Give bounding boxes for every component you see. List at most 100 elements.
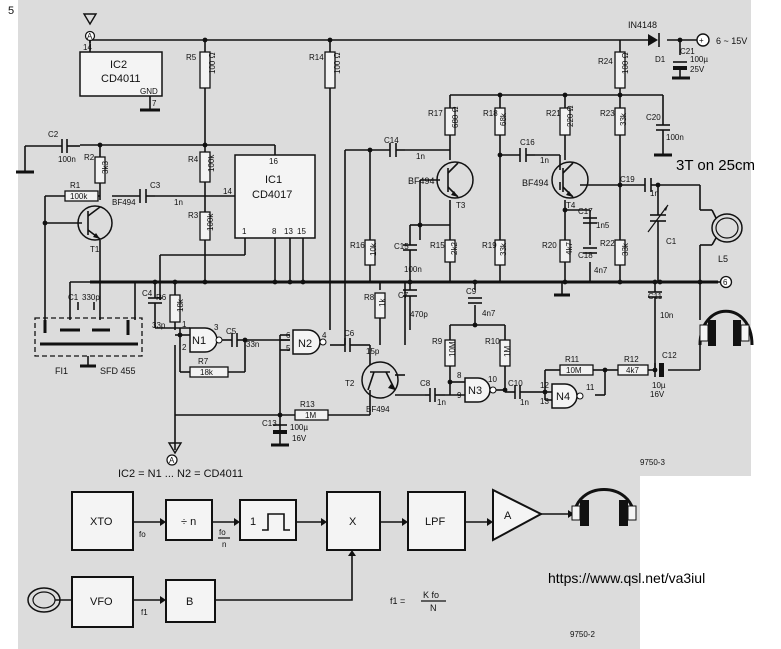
transistors: BF494 T1 BF494 T2 BF494 T3 BF [77, 161, 589, 414]
schematic-resistors-17-ref-label: R18 [483, 109, 498, 118]
schematic-resistors-7-value-label: 1k [378, 298, 387, 307]
block_diagram-blocks-4-label-label: LPF [425, 516, 445, 528]
schematic-gates-1-pins-1-label: 5 [286, 344, 291, 353]
schematic-capacitors-18-value-label: 1n [650, 189, 659, 198]
schematic-resistors-7-ref-label: R8 [364, 293, 375, 302]
schematic-capacitors-4-value-label: 33n [246, 340, 259, 349]
r21-resistor: R21 220 Ω [546, 105, 575, 136]
schematic-resistors-0-value-label: 100k [70, 192, 88, 201]
schematic-supply-cap_value-label: 100µ [690, 55, 708, 64]
schematic-resistors-11-ref-label: R12 [624, 355, 639, 364]
mixer-block: X [326, 491, 381, 551]
c3-capacitor: C3 1n [139, 181, 183, 207]
ic1-pin-13: 13 [284, 227, 293, 236]
c16-capacitor: C16 1n [519, 138, 549, 165]
schematic-resistors-16-value-label: 680 Ω [451, 106, 460, 128]
coil-annotation: 3T on 25cm [676, 157, 755, 174]
amplifier-block: A [492, 488, 544, 542]
schematic-transistors-3-ref-label: T4 [566, 201, 576, 210]
schematic-capacitors-2-value-label: 1n [174, 198, 183, 207]
schematic-capacitors-15-value-label: 1n [540, 156, 549, 165]
r12-resistor: R12 4k7 [617, 355, 649, 376]
diode-type-label: IN4148 [628, 20, 657, 30]
xto-block: XTO [71, 491, 134, 551]
schematic-capacitors-8-value-label: 4n7 [482, 309, 496, 318]
schematic-resistors-6-ref-label: R7 [198, 357, 209, 366]
schematic-variable_capacitor-label: C1 [666, 237, 677, 246]
schematic-gates-1-ref-label: N2 [298, 338, 312, 350]
schematic-gates-3-pins-1-label: 13 [540, 397, 549, 406]
schematic-capacitors-12-value-label: 100µ [290, 423, 308, 432]
schematic-supply-cap_ref-label: C21 [680, 47, 695, 56]
schematic-resistors-16-ref-label: R17 [428, 109, 443, 118]
schematic-resistors-9-ref-label: R10 [485, 337, 500, 346]
n1-gate: N1 123 [182, 320, 223, 353]
schematic-resistors-23-value-label: 100 Ω [621, 52, 630, 74]
r2-resistor: R2 3k3 [84, 153, 110, 184]
schematic-gates-2-pins-2-label: 10 [488, 375, 497, 384]
schematic-capacitors-2-ref-label: C3 [150, 181, 161, 190]
block_diagram-blocks-1-label-label: ÷ n [181, 516, 196, 528]
ic1-part: CD4017 [252, 189, 292, 201]
schematic-resistors-23-ref-label: R24 [598, 57, 613, 66]
schematic-capacitors-11-value-label: 10µ [652, 381, 666, 390]
source-url[interactable]: https://www.qsl.net/va3iul [548, 570, 705, 586]
block_diagram-blocks-7-label-label: B [186, 596, 193, 608]
schematic-resistors-10-value-label: 10M [566, 366, 582, 375]
schematic-gates-0-ref-label: N1 [192, 335, 206, 347]
vfo-coil [27, 587, 61, 613]
headphones-symbol [698, 309, 754, 346]
schematic-resistors-18-value-label: 33k [499, 242, 508, 256]
schematic-resistors-3-ref-label: R4 [188, 155, 199, 164]
schematic-resistors-0-ref-label: R1 [70, 181, 81, 190]
schematic-transistors-3-type-label: BF494 [522, 178, 549, 188]
schematic-figure-number: 9750-3 [640, 458, 665, 467]
schematic-nodes-1-label: 6 [723, 278, 728, 287]
r1-resistor: R1 100k [64, 181, 99, 202]
ic1-ref: IC1 [265, 174, 282, 186]
schematic-capacitors-17-value-label: 4n7 [594, 266, 608, 275]
signal-f0-label: fo [139, 530, 146, 539]
schematic-transistors-1-ref-label: T2 [345, 379, 355, 388]
schematic-capacitors-1-value-label: 100n [58, 155, 76, 164]
ground-symbols [554, 282, 570, 297]
schematic-gates-1-pins-2-label: 4 [322, 331, 327, 340]
c1-variable-capacitor: C1 [647, 204, 677, 246]
block-diagram: XTO ÷ n 1 X LPF A VFO B fo fo n f1 [27, 488, 637, 639]
schematic-capacitors-15-ref-label: C16 [520, 138, 535, 147]
schematic-capacitors-16-ref-label: C17 [578, 207, 593, 216]
block_diagram-formula-num-label: K fo [423, 590, 439, 600]
schematic-capacitors-11-voltage-label: 16V [650, 390, 665, 399]
n2-gate: N2 654 [286, 329, 327, 355]
schematic-resistors-22-value-label: 33k [619, 112, 628, 126]
ic1-pin-1: 1 [242, 227, 247, 236]
divider-block: ÷ n [165, 499, 213, 541]
schematic-resistors-5-value-label: 18k [176, 298, 185, 312]
vfo-block: VFO [71, 576, 134, 628]
node-a-bottom: A [166, 442, 183, 466]
schematic-transistors-2-type-label: BF494 [408, 176, 435, 186]
block_diagram-blocks-2-label-label: 1 [250, 516, 256, 528]
ic2-pin-vdd: 14 [83, 43, 92, 52]
schematic-resistors-2-ref-label: R3 [188, 211, 199, 220]
ic1-pin-16: 16 [269, 157, 278, 166]
schematic-capacitors-8-ref-label: C9 [466, 287, 477, 296]
block_diagram-blocks-6-label-label: VFO [90, 596, 113, 608]
schematic-gates-2-pins-0-label: 8 [457, 371, 462, 380]
schematic-capacitors-12-voltage-label: 16V [292, 434, 307, 443]
schematic-gates-3-pins-2-label: 11 [586, 383, 595, 392]
filter-part: SFD 455 [100, 366, 136, 376]
r5-resistor: R5 100 Ω [186, 51, 217, 89]
svg-text:+: + [699, 36, 704, 45]
r11-resistor: R11 10M [559, 355, 594, 376]
r15-resistor: R15 2k2 [430, 239, 459, 263]
schematic-resistors-12-value-label: 1M [305, 411, 316, 420]
resistors: R5 100 Ω R14 100 Ω R2 3k3 R4 100k R3 100… [64, 51, 649, 421]
signal-f0n-num: fo [219, 528, 226, 537]
